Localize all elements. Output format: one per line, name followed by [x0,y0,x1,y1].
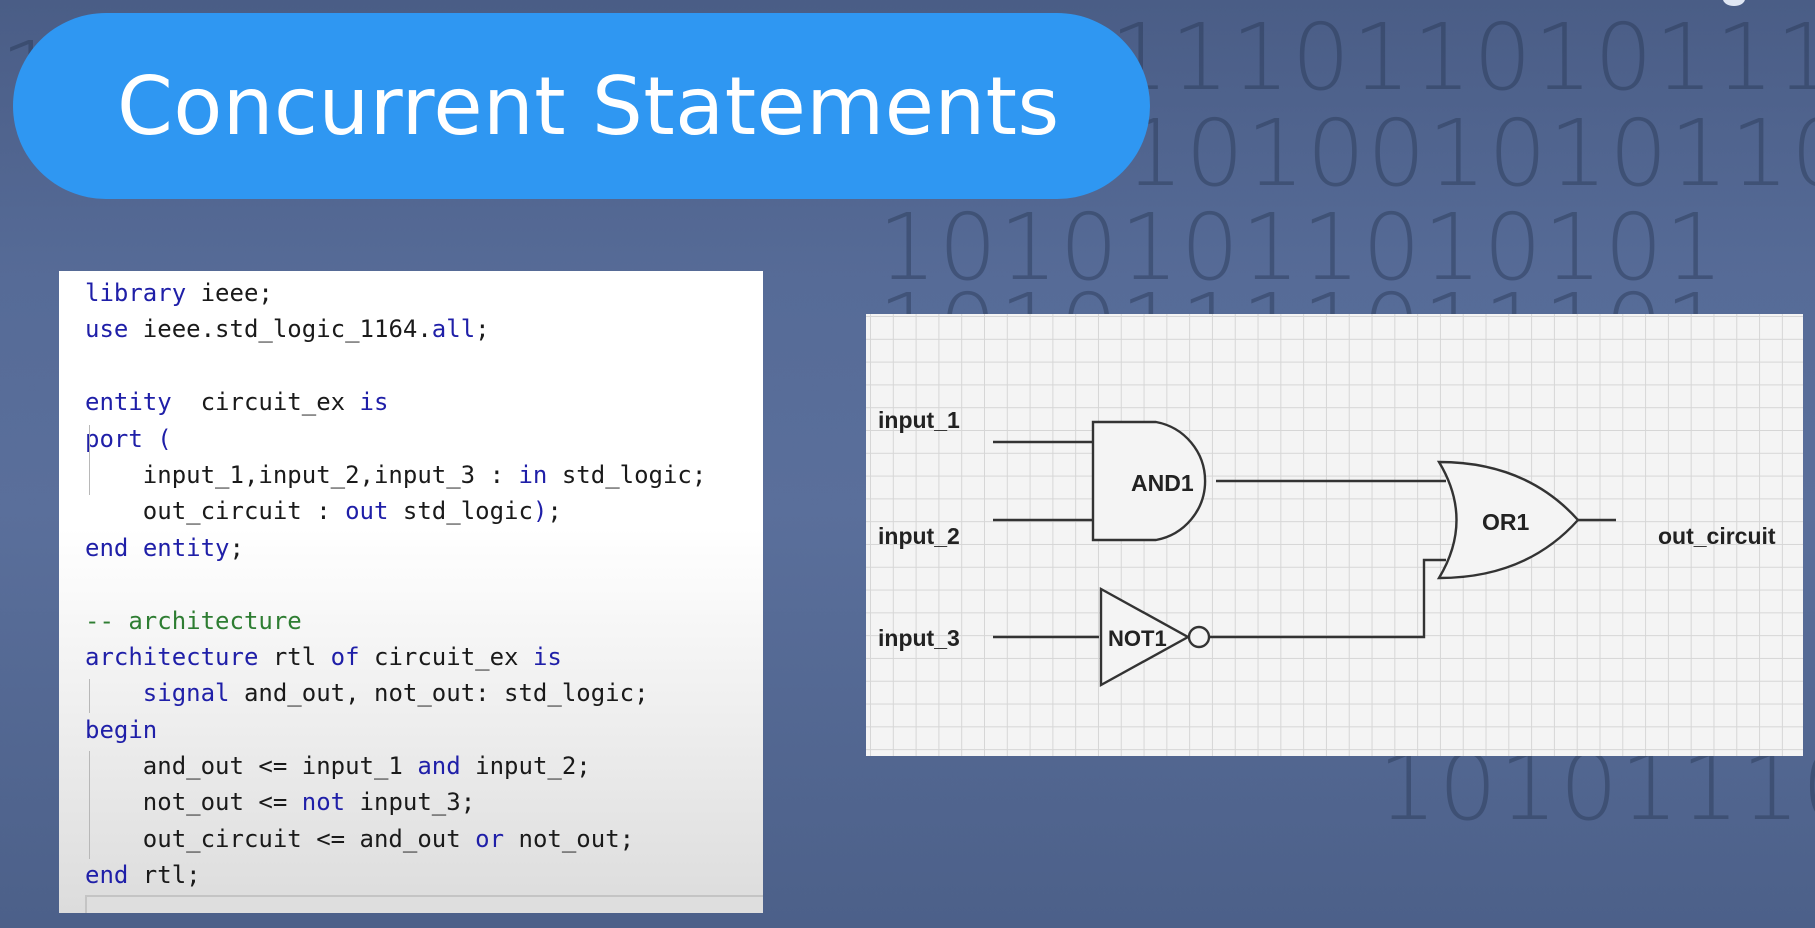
background-binary-row-1: 11101101011101 [1110,4,1815,111]
code-keyword: begin [85,715,158,744]
code-line: out_circuit <= and_out or not_out; [85,821,706,857]
input-2-label: input_2 [878,523,960,549]
code-text: std_logic; [547,460,707,489]
code-line: architecture rtl of circuit_ex is [85,639,706,675]
code-text [128,534,142,562]
code-keyword: end [85,861,129,890]
code-keyword: library [85,279,187,307]
code-text: out_circuit <= and_out [85,824,476,853]
code-line: signal and_out, not_out: std_logic; [85,675,706,711]
code-keyword: and [417,752,461,781]
code-text: ; [475,315,490,344]
code-keyword: ) [532,497,548,526]
code-line: not_out <= not input_3; [85,784,706,820]
corner-dot-icon [1723,0,1745,6]
wire-not-out [1209,558,1446,639]
code-comment: -- architecture [85,606,302,635]
or-gate-label: OR1 [1482,509,1530,535]
code-text: rtl; [128,861,201,890]
code-keyword: entity [85,388,172,417]
code-keyword: ( [157,424,172,453]
code-line: out_circuit : out std_logic); [85,493,706,529]
code-text [85,679,143,707]
code-text: ; [229,533,244,562]
code-line: use ieee.std_logic_1164.all; [85,311,706,347]
code-line [85,566,706,602]
code-line: and_out <= input_1 and input_2; [85,748,706,784]
code-keyword: of [330,642,360,671]
code-line: end entity; [85,530,706,566]
code-keyword: end [85,533,129,562]
code-keyword: or [475,824,505,853]
code-text: out_circuit : [85,497,346,526]
and-gate-shape [1091,420,1207,542]
code-text: not_out <= [85,788,302,817]
not-gate-label: NOT1 [1108,626,1167,651]
code-keyword: entity [142,533,230,562]
indent-guide [89,679,90,713]
code-keyword: all [431,315,476,344]
background-binary-row-2: 1010010101101 [1125,100,1815,207]
code-line: begin [85,712,706,748]
code-text: and_out <= input_1 [85,752,418,781]
background-binary-row-5: 10101110 [1378,734,1815,841]
indent-guide [89,751,90,859]
code-text: input_1,input_2,input_3 : [85,460,519,489]
title-banner: Concurrent Statements [13,13,1150,199]
code-keyword: not [301,788,346,817]
code-keyword: signal [142,679,230,708]
and-gate-label: AND1 [1131,470,1194,496]
code-line: -- architecture [85,603,706,639]
code-text: ; [547,497,562,526]
vhdl-code-block: library ieee;use ieee.std_logic_1164.all… [85,275,706,894]
code-text: circuit_ex [359,642,533,671]
code-keyword: architecture [85,642,259,671]
code-text: circuit_ex [171,388,360,417]
indent-guide [89,425,90,495]
code-text: input_2; [460,752,591,781]
code-keyword: use [85,315,129,344]
code-keyword: out [345,497,389,526]
slide-title: Concurrent Statements [117,59,1060,153]
code-panel: library ieee;use ieee.std_logic_1164.all… [59,271,763,913]
or-gate-shape [1436,460,1580,580]
horizontal-scrollbar[interactable] [85,895,763,913]
not-gate-bubble [1187,625,1211,649]
code-text: std_logic [388,497,533,526]
code-text: input_3; [345,788,476,817]
code-keyword: is [532,642,562,671]
code-line: port ( [85,421,706,457]
code-keyword: port [85,424,143,453]
input-1-label: input_1 [878,407,960,433]
code-text [143,425,157,453]
input-3-label: input_3 [878,625,960,651]
code-text: rtl [258,642,331,671]
code-text: ieee.std_logic_1164. [128,315,432,344]
code-line: library ieee; [85,275,706,311]
background-binary-row-3: 10101011010101 [878,194,1726,301]
code-text: and_out, not_out: std_logic; [229,679,649,708]
code-keyword: in [518,460,548,489]
output-label: out_circuit [1658,523,1776,549]
code-text: ieee; [186,279,273,307]
circuit-svg: input_1 input_2 input_3 AND1 OR1 NOT1 ou… [878,407,1776,688]
code-line [85,348,706,384]
code-line: entity circuit_ex is [85,384,706,420]
code-line: end rtl; [85,857,706,893]
code-text: not_out; [504,824,635,853]
not-gate-shape [1099,586,1191,688]
code-line: input_1,input_2,input_3 : in std_logic; [85,457,707,493]
circuit-diagram: input_1 input_2 input_3 AND1 OR1 NOT1 ou… [866,314,1803,756]
code-keyword: is [359,388,389,417]
